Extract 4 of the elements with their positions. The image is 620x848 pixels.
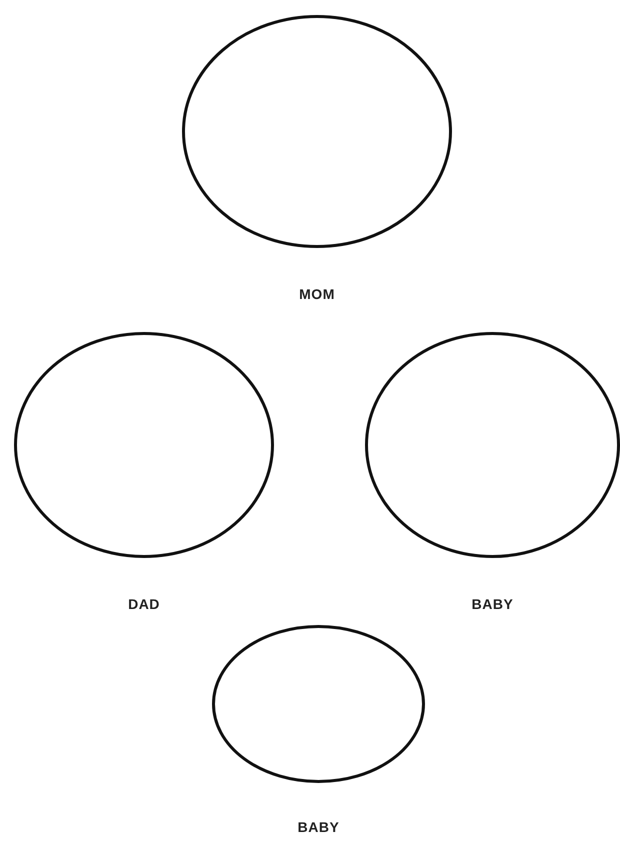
person-label: BABY — [298, 819, 340, 835]
person-label: DAD — [128, 596, 160, 612]
person-label: BABY — [472, 596, 514, 612]
person-label: MOM — [299, 286, 335, 302]
